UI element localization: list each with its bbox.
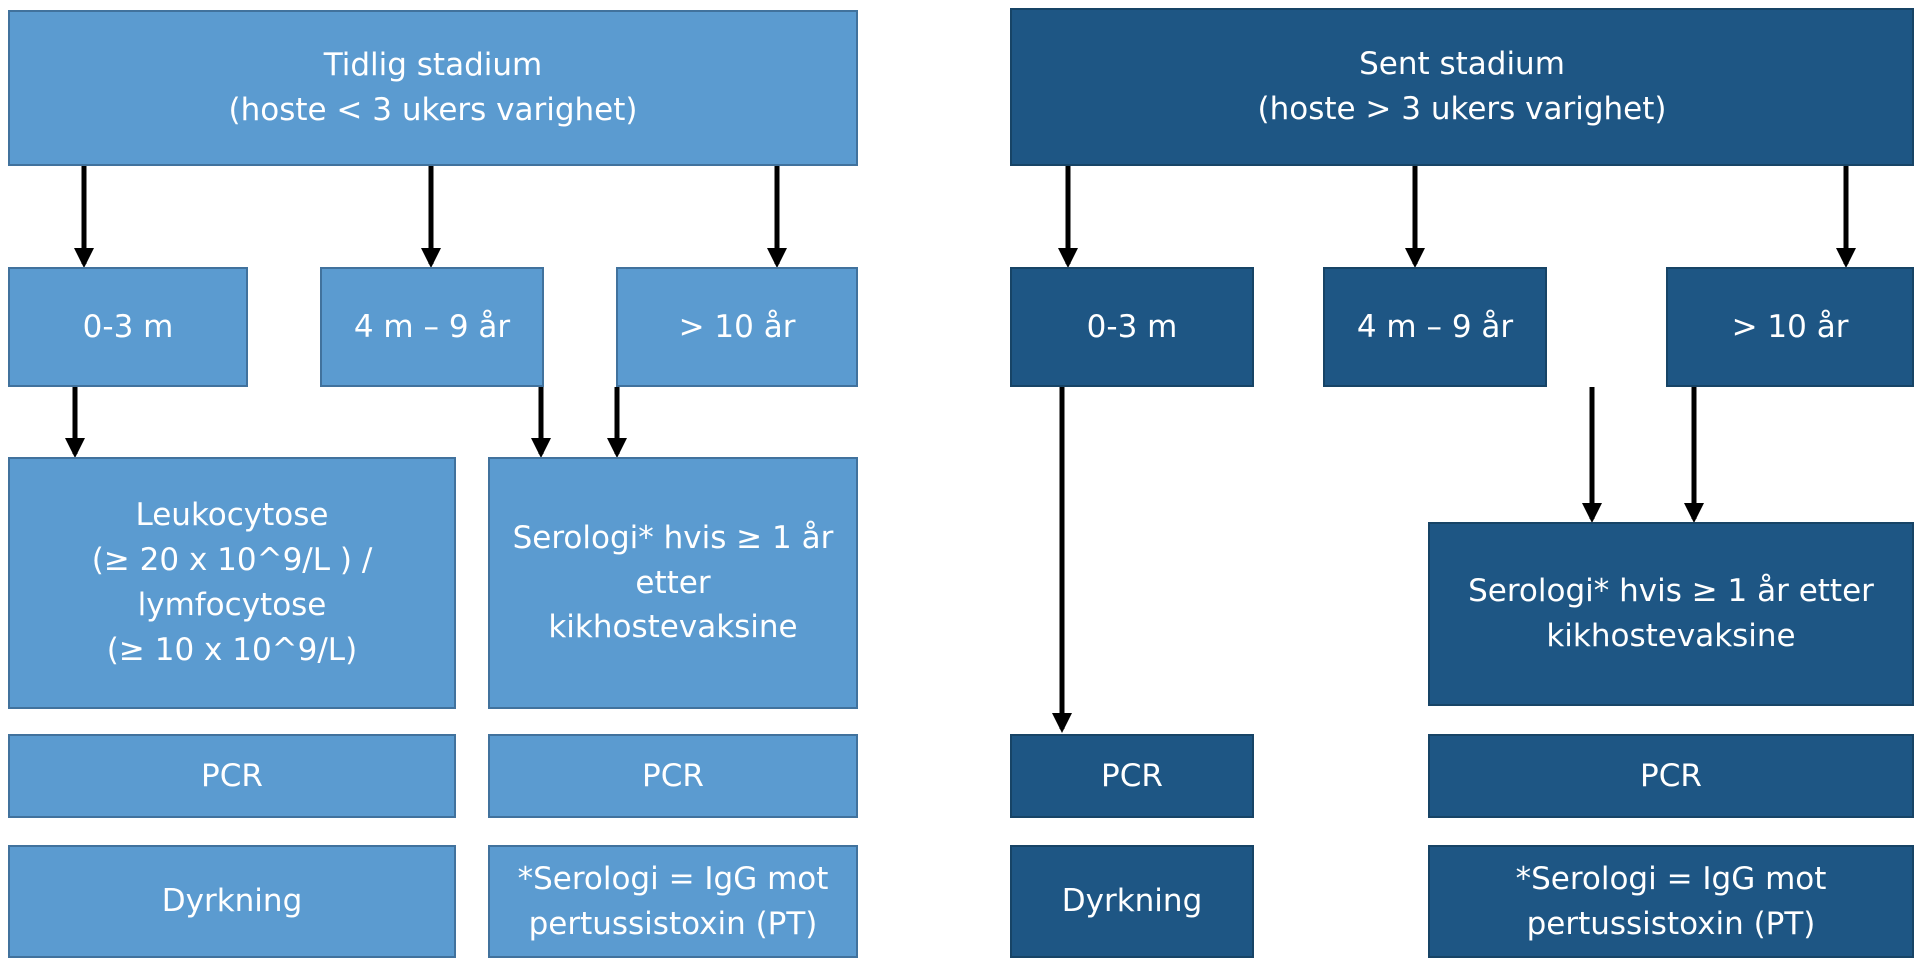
early-pcr-right-label: PCR bbox=[642, 757, 704, 794]
early-stage-header-label: Tidlig stadium (hoste < 3 ukers varighet… bbox=[228, 47, 638, 128]
early-age-4m-9ar: 4 m – 9 år bbox=[320, 267, 544, 387]
late-age-0-3m-label: 0-3 m bbox=[1086, 308, 1178, 345]
early-age-over-10ar: > 10 år bbox=[616, 267, 858, 387]
late-dyrkning-label: Dyrkning bbox=[1061, 883, 1203, 920]
early-pcr-left: PCR bbox=[8, 734, 456, 818]
early-serologi-box: Serologi* hvis ≥ 1 år etter kikhostevaks… bbox=[488, 457, 858, 709]
late-pcr-right: PCR bbox=[1428, 734, 1914, 818]
late-stage-header-label: Sent stadium (hoste > 3 ukers varighet) bbox=[1257, 46, 1667, 127]
early-age-0-3m-label: 0-3 m bbox=[82, 308, 174, 345]
early-serologi-text: Serologi* hvis ≥ 1 år etter kikhostevaks… bbox=[512, 519, 834, 646]
late-serologi-box: Serologi* hvis ≥ 1 år etter kikhostevaks… bbox=[1428, 522, 1914, 706]
late-age-over-10ar-label: > 10 år bbox=[1731, 308, 1849, 345]
early-dyrkning-label: Dyrkning bbox=[161, 883, 303, 920]
early-footnote-text: *Serologi = IgG mot pertussistoxin (PT) bbox=[517, 860, 829, 942]
early-age-4m-9ar-label: 4 m – 9 år bbox=[353, 308, 511, 345]
early-pcr-left-label: PCR bbox=[201, 757, 263, 794]
late-pcr-right-label: PCR bbox=[1640, 757, 1702, 794]
early-age-0-3m: 0-3 m bbox=[8, 267, 248, 387]
late-footnote: *Serologi = IgG mot pertussistoxin (PT) bbox=[1428, 845, 1914, 958]
late-stage-header: Sent stadium (hoste > 3 ukers varighet) bbox=[1010, 8, 1914, 166]
late-pcr-left: PCR bbox=[1010, 734, 1254, 818]
early-stage-header: Tidlig stadium (hoste < 3 ukers varighet… bbox=[8, 10, 858, 166]
late-age-4m-9ar-label: 4 m – 9 år bbox=[1356, 308, 1514, 345]
early-footnote: *Serologi = IgG mot pertussistoxin (PT) bbox=[488, 845, 858, 958]
early-leukocytose-box: Leukocytose (≥ 20 x 10^9/L ) / lymfocyto… bbox=[8, 457, 456, 709]
late-footnote-text: *Serologi = IgG mot pertussistoxin (PT) bbox=[1515, 860, 1827, 942]
late-pcr-left-label: PCR bbox=[1101, 757, 1163, 794]
late-serologi-text: Serologi* hvis ≥ 1 år etter kikhostevaks… bbox=[1468, 573, 1874, 654]
early-age-over-10ar-label: > 10 år bbox=[678, 308, 796, 345]
late-age-4m-9ar: 4 m – 9 år bbox=[1323, 267, 1547, 387]
early-pcr-right: PCR bbox=[488, 734, 858, 818]
early-dyrkning: Dyrkning bbox=[8, 845, 456, 958]
late-age-0-3m: 0-3 m bbox=[1010, 267, 1254, 387]
late-age-over-10ar: > 10 år bbox=[1666, 267, 1914, 387]
late-dyrkning: Dyrkning bbox=[1010, 845, 1254, 958]
early-leukocytose-text: Leukocytose (≥ 20 x 10^9/L ) / lymfocyto… bbox=[91, 497, 373, 668]
